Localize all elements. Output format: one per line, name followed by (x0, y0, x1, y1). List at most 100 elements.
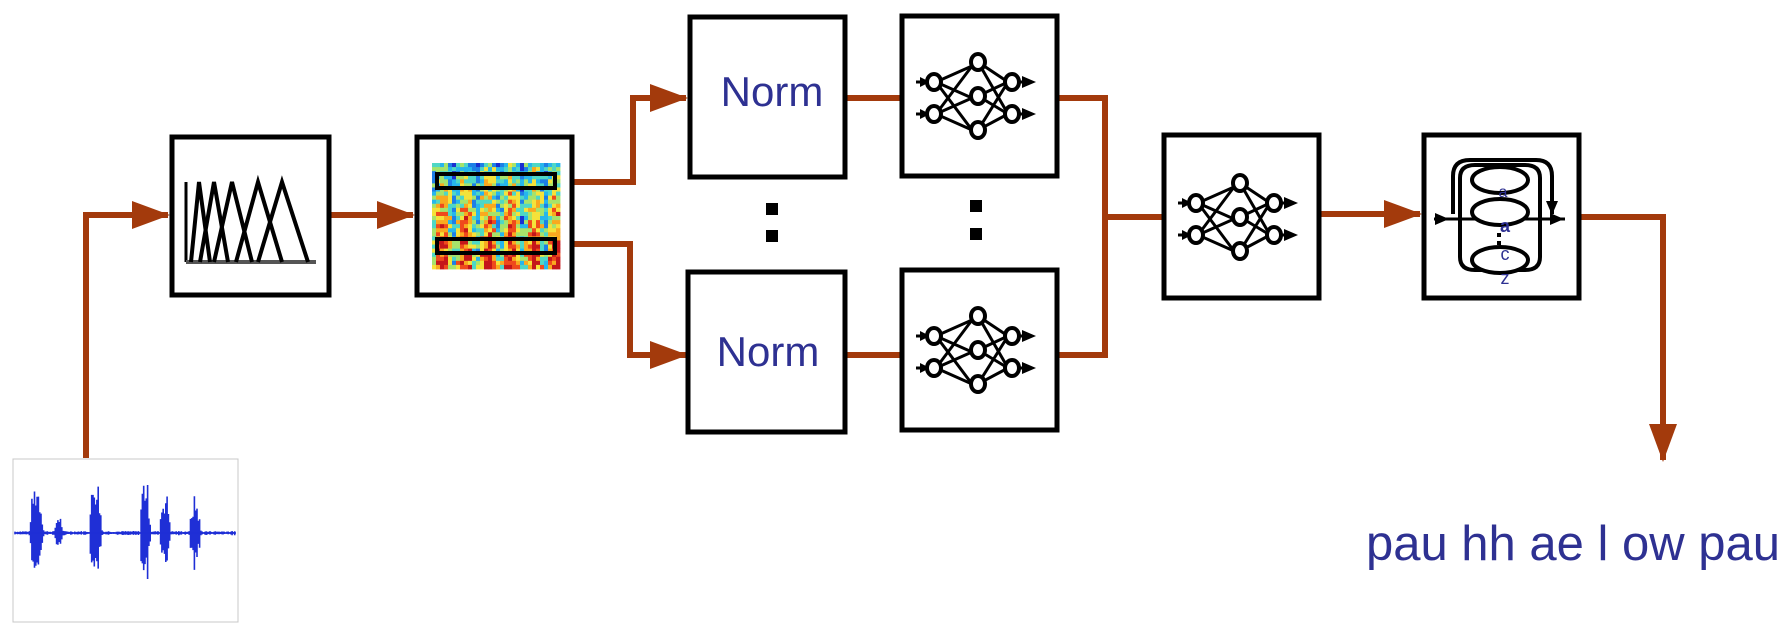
spectrogram-cell (528, 228, 533, 233)
spectrogram-cell (544, 228, 549, 233)
spectrogram-cell (460, 264, 465, 270)
spectrogram-cell (448, 211, 453, 217)
spectrogram-cell (556, 183, 561, 188)
spectrogram-cell (552, 224, 557, 229)
spectrogram-cell (512, 203, 517, 209)
spectrogram-cell (544, 216, 549, 221)
spectrogram-cell (476, 224, 481, 229)
spectrogram-cell (464, 260, 469, 266)
spectrogram-cell (508, 211, 513, 217)
spectrogram-cell (480, 195, 485, 201)
spectrogram-cell (472, 211, 477, 217)
spectrogram-cell (520, 220, 525, 225)
spectrogram-cell (496, 216, 501, 221)
spectrogram-cell (548, 191, 553, 197)
spectrogram-cell (556, 256, 561, 262)
spectrogram-cell (552, 195, 557, 201)
spectrogram-cell (556, 171, 561, 176)
spectrogram-cell (488, 191, 493, 197)
spectrogram-cell (492, 211, 497, 217)
spectrogram-cell (456, 228, 461, 233)
spectrogram-cell (432, 167, 437, 172)
spectrogram-cell (508, 183, 513, 188)
spectrogram-cell (556, 163, 561, 168)
spectrogram-cell (516, 199, 521, 205)
spectrogram-cell (500, 240, 505, 245)
spectrogram-cell (480, 224, 485, 229)
spectrogram-cell (460, 199, 465, 205)
spectrogram-cell (460, 260, 465, 266)
spectrogram-cell (468, 216, 473, 221)
spectrogram-cell (504, 244, 509, 250)
spectrogram-cell (448, 199, 453, 205)
spectrogram-cell (468, 240, 473, 245)
spectrogram-cell (472, 191, 477, 197)
spectrogram-cell (448, 232, 453, 237)
spectrogram-cell (524, 248, 529, 254)
spectrogram-cell (540, 163, 545, 168)
spectrogram-cell (540, 199, 545, 205)
spectrogram-cell (436, 167, 441, 172)
spectrogram-cell (544, 264, 549, 270)
spectrogram-cell (556, 232, 561, 237)
spectrogram-cell (536, 203, 541, 209)
spectrogram-cell (436, 260, 441, 266)
spectrogram-cell (480, 203, 485, 209)
spectrogram-cell (556, 224, 561, 229)
spectrogram-cell (536, 175, 541, 180)
spectrogram-cell (472, 216, 477, 221)
spectrogram-cell (484, 203, 489, 209)
spectrogram-cell (520, 191, 525, 197)
spectrogram-cell (516, 211, 521, 217)
spectrogram-cell (480, 175, 485, 180)
spectrogram-cell (528, 244, 533, 250)
spectrogram-cell (540, 167, 545, 172)
spectrogram-cell (492, 207, 497, 213)
spectrogram-cell (536, 244, 541, 250)
waveform-thumbnail (12, 458, 239, 623)
spectrogram-cell (536, 195, 541, 201)
spectrogram-cell (496, 163, 501, 168)
spectrogram-cell (488, 264, 493, 270)
spectrogram-cell (532, 232, 537, 237)
spectrogram-cell (484, 248, 489, 254)
spectrogram-cell (532, 195, 537, 201)
spectrogram-cell (444, 207, 449, 213)
spectrogram-cell (444, 260, 449, 266)
spectrogram-cell (456, 224, 461, 229)
spectrogram-cell (492, 244, 497, 250)
spectrogram-cell (556, 228, 561, 233)
spectrogram-cell (480, 228, 485, 233)
spectrogram-cell (480, 207, 485, 213)
spectrogram-cell (504, 264, 509, 270)
spectrogram-cell (468, 175, 473, 180)
spectrogram-cell (508, 264, 513, 270)
spectrogram-cell (544, 199, 549, 205)
spectrogram-cell (432, 191, 437, 197)
spectrogram-cell (528, 248, 533, 254)
spectrogram-cell (456, 199, 461, 205)
spectrogram-cell (460, 203, 465, 209)
decoder-glyph-2: a (1500, 216, 1511, 236)
spectrogram-cell (456, 167, 461, 172)
spectrogram-cell (516, 195, 521, 201)
spectrogram-cell (468, 244, 473, 250)
spectrogram-cell (440, 264, 445, 270)
spectrogram-cell (504, 216, 509, 221)
spectrogram-cell (488, 244, 493, 250)
spectrogram-cell (528, 195, 533, 201)
spectrogram-cell (544, 179, 549, 184)
spectrogram-cell (516, 220, 521, 225)
spectrogram-cell (440, 244, 445, 250)
spectrogram-cell (440, 216, 445, 221)
spectrogram-cell (516, 264, 521, 270)
spectrogram-cell (472, 232, 477, 237)
spectrogram-cell (480, 232, 485, 237)
spectrogram-cell (556, 195, 561, 201)
spectrogram-cell (552, 260, 557, 266)
spectrogram-cell (476, 244, 481, 250)
spectrogram-cell (480, 240, 485, 245)
spectrogram-cell (556, 252, 561, 258)
spectrogram-cell (468, 199, 473, 205)
spectrogram-cell (552, 191, 557, 197)
